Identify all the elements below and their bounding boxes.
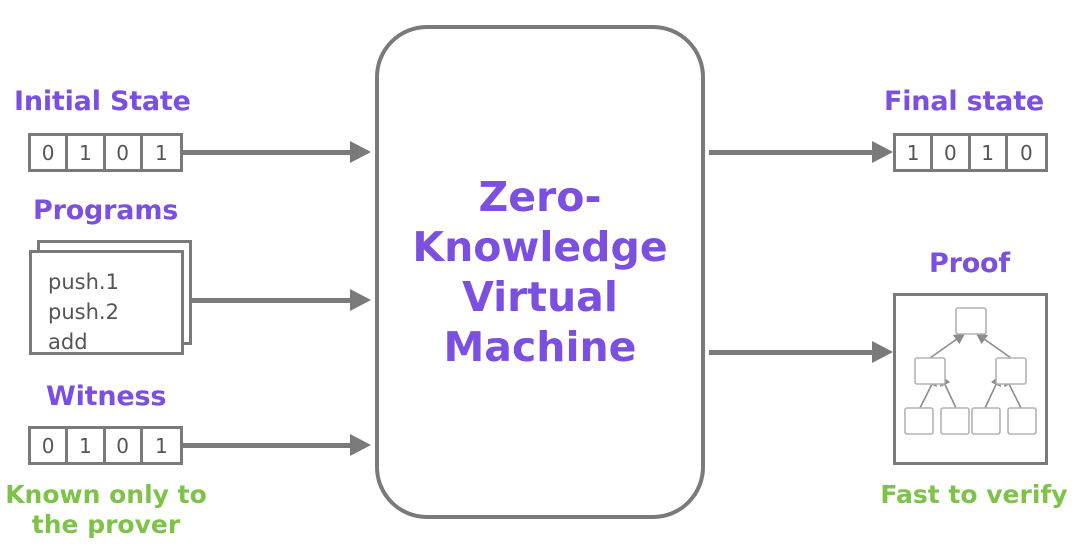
witness-note-line-1: Known only to <box>5 480 207 509</box>
merkle-leaf-node <box>1007 407 1037 435</box>
merkle-mid-node <box>914 357 946 385</box>
initial-state-bit-cell-0: 0 <box>31 136 69 169</box>
merkle-leaf-node <box>904 407 934 435</box>
merkle-tree-diagram <box>904 307 1037 435</box>
arrow-shaft <box>183 443 351 448</box>
witness-bit-cell-3: 1 <box>155 433 168 458</box>
final-state-bit-cell-2: 1 <box>971 136 1008 169</box>
final-state-bit-cell-0: 1 <box>896 136 934 169</box>
merkle-mid-node <box>995 357 1027 385</box>
initial-state-bit-cell-1: 1 <box>68 136 106 169</box>
merkle-leaf-node <box>971 407 1001 435</box>
arrow-shaft <box>192 298 351 303</box>
witness-bit-cell-2: 0 <box>106 429 143 462</box>
initial-state-heading: Initial State <box>14 86 191 117</box>
arrow-head-icon <box>872 341 893 363</box>
program-code-line-1: push.2 <box>48 300 119 324</box>
arrow-head-icon <box>350 141 371 163</box>
arrow-shaft <box>183 150 351 155</box>
witness-bit-cell-1: 1 <box>68 429 106 462</box>
initial-state-bit-cell-2: 0 <box>106 136 143 169</box>
merkle-edge <box>975 333 1012 359</box>
final-state-heading: Final state <box>884 86 1045 117</box>
zkvm-label-line-2: Knowledge <box>412 223 668 271</box>
witness-note: Known only to the prover <box>0 480 212 540</box>
merkle-edge <box>929 333 966 359</box>
program-code-line-2: add <box>48 330 88 354</box>
arrow-head-icon <box>350 434 371 456</box>
proof-note: Fast to verify <box>880 480 1068 509</box>
programs-heading: Programs <box>33 195 179 226</box>
arrow-shaft <box>709 150 873 155</box>
merkle-leaf-node <box>940 407 970 435</box>
initial-state-bit-cell-3: 1 <box>155 140 168 165</box>
zkvm-label: Zero- Knowledge Virtual Machine <box>412 172 667 372</box>
final-state-bit-cell-3: 0 <box>1020 140 1033 165</box>
witness-heading: Witness <box>46 381 167 412</box>
merkle-root-node <box>955 307 987 335</box>
witness-note-line-2: the prover <box>31 510 181 539</box>
zkvm-label-line-3: Virtual <box>462 273 618 321</box>
zkvm-label-line-4: Machine <box>443 323 637 371</box>
final-state-bit-cell-1: 0 <box>933 136 971 169</box>
program-code-line-0: push.1 <box>48 270 119 294</box>
proof-box <box>893 293 1048 465</box>
programs-card-front: push.1 push.2 add <box>29 250 184 355</box>
arrow-head-icon <box>872 141 893 163</box>
arrow-head-icon <box>350 289 371 311</box>
zkvm-label-line-1: Zero- <box>478 173 602 221</box>
witness-bit-cell-0: 0 <box>31 429 69 462</box>
arrow-shaft <box>709 350 873 355</box>
zkvm-box: Zero- Knowledge Virtual Machine <box>375 25 705 519</box>
proof-heading: Proof <box>929 248 1010 279</box>
